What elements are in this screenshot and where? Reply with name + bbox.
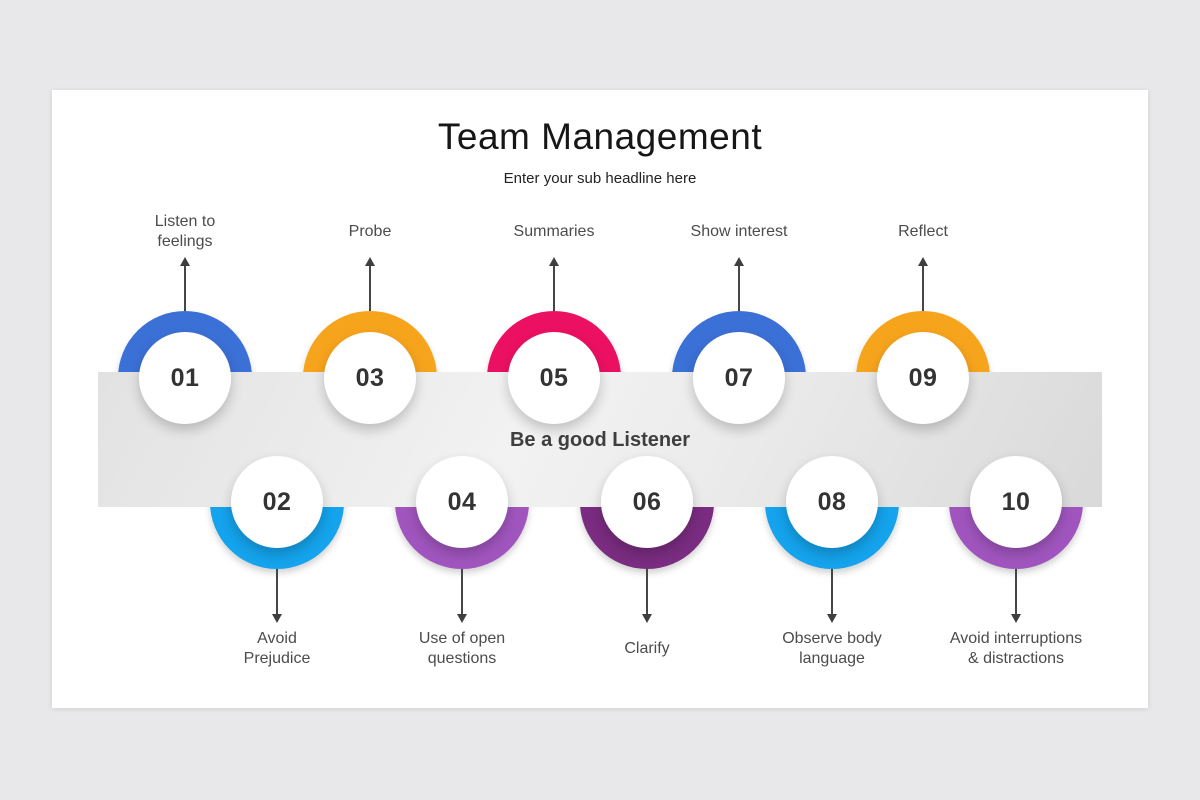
arrow-stem xyxy=(184,266,186,311)
step-label: Avoid Prejudice xyxy=(243,630,311,667)
step-number: 02 xyxy=(262,487,292,516)
arrow-stem xyxy=(1015,569,1017,614)
arrow-stem xyxy=(922,266,924,311)
step-item-03: Probe 03 xyxy=(260,90,480,708)
arrow-stem xyxy=(646,569,648,614)
step-number: 05 xyxy=(539,363,569,392)
arrow-down-icon xyxy=(272,614,282,623)
arrow-stem xyxy=(553,266,555,311)
arrow-stem xyxy=(461,569,463,614)
step-label: Summaries xyxy=(513,223,595,241)
band-title: Be a good Listener xyxy=(509,429,691,451)
step-label: Listen to feelings xyxy=(154,213,216,250)
step-item-08: 08 Observe body language xyxy=(722,90,942,708)
arrow-up-icon xyxy=(549,257,559,266)
step-label: Observe body language xyxy=(782,630,882,667)
step-label: Clarify xyxy=(624,640,670,658)
step-number: 03 xyxy=(355,363,385,392)
arrow-down-icon xyxy=(642,614,652,623)
arrow-down-icon xyxy=(457,614,467,623)
step-circle: 08 xyxy=(786,456,878,548)
step-circle: 01 xyxy=(139,332,231,424)
arrow-up-icon xyxy=(365,257,375,266)
step-circle: 09 xyxy=(877,332,969,424)
slide-canvas: Team Management Enter your sub headline … xyxy=(52,90,1148,708)
step-circle: 02 xyxy=(231,456,323,548)
arrow-down-icon xyxy=(827,614,837,623)
arrow-up-icon xyxy=(918,257,928,266)
arrow-stem xyxy=(276,569,278,614)
step-circle: 06 xyxy=(601,456,693,548)
slide-title: Team Management xyxy=(437,116,763,157)
step-number: 10 xyxy=(1001,487,1031,516)
step-circle: 10 xyxy=(970,456,1062,548)
step-circle: 07 xyxy=(693,332,785,424)
step-label: Show interest xyxy=(690,223,788,241)
arrow-up-icon xyxy=(180,257,190,266)
step-label: Avoid interruptions & distractions xyxy=(949,630,1083,667)
step-circle: 03 xyxy=(324,332,416,424)
arrow-stem xyxy=(369,266,371,311)
step-number: 09 xyxy=(908,363,938,392)
step-label: Use of open questions xyxy=(418,630,506,667)
arrow-up-icon xyxy=(734,257,744,266)
step-number: 01 xyxy=(170,363,200,392)
step-label: Reflect xyxy=(898,223,948,241)
step-number: 04 xyxy=(447,487,477,516)
step-number: 08 xyxy=(817,487,847,516)
step-circle: 05 xyxy=(508,332,600,424)
arrow-stem xyxy=(831,569,833,614)
step-label: Probe xyxy=(348,223,392,241)
slide-subtitle: Enter your sub headline here xyxy=(503,170,697,187)
arrow-stem xyxy=(738,266,740,311)
step-circle: 04 xyxy=(416,456,508,548)
arrow-down-icon xyxy=(1011,614,1021,623)
step-number: 06 xyxy=(632,487,662,516)
step-number: 07 xyxy=(724,363,754,392)
